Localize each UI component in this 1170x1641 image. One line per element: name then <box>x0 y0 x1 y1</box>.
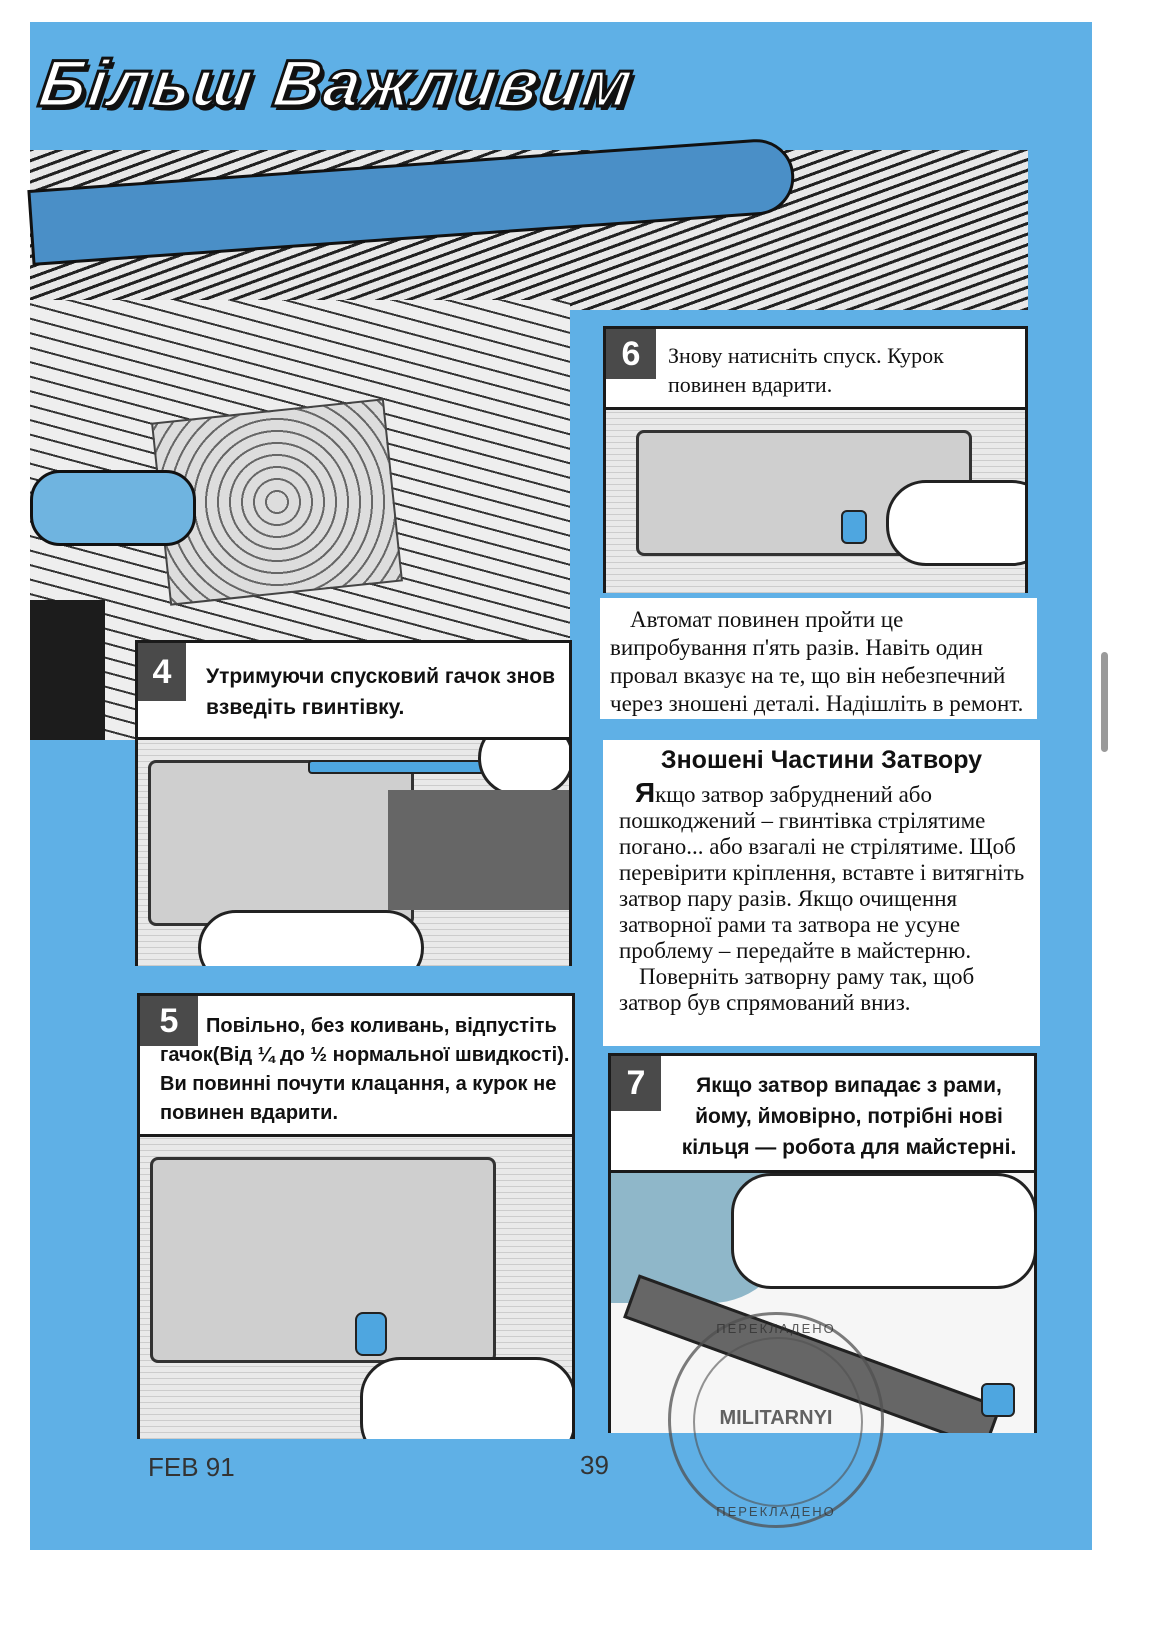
issue-date: FEB 91 <box>148 1452 235 1482</box>
trigger-illustration <box>606 407 1025 593</box>
bolt-section: Зношені Частини Затвору Якщо затвор забр… <box>603 740 1040 1046</box>
section-body: Якщо затвор забруднений або пошкоджений … <box>619 777 1031 1016</box>
page-number: 39 <box>580 1450 609 1480</box>
panel-6: 6 Знову натисніть спуск. Курок повинен в… <box>603 326 1028 593</box>
note-text: Автомат повинен пройти це випробування п… <box>610 607 1024 716</box>
hand-illustration <box>30 470 196 546</box>
panel-4: 4 Утримуючи спусковий гачок знов взведіт… <box>135 640 572 966</box>
paragraph-2: Поверніть затворну раму так, щоб затвор … <box>619 964 975 1015</box>
page-title: Більш Важливим <box>33 45 640 122</box>
note-box: Автомат повинен пройти це випробування п… <box>600 598 1037 719</box>
stamp-ring-text-bottom: ПЕРЕКЛАДЕНО <box>716 1504 836 1519</box>
step-text: Утримуючи спусковий гачок знов взведіть … <box>206 665 556 719</box>
step-text: Якщо затвор випадає з рами, йому, ймовір… <box>681 1074 1017 1159</box>
drop-cap: Я <box>635 777 656 808</box>
step-number: 7 <box>611 1056 661 1111</box>
stamp-ring-text: ПЕРЕКЛАДЕНО <box>716 1321 836 1336</box>
stamp-brand: MILITARNYI <box>719 1407 833 1429</box>
step-number: 6 <box>606 329 656 379</box>
panel-5: 5 Повільно, без коливань, відпустіть гач… <box>137 993 575 1439</box>
release-trigger-illustration <box>140 1134 572 1439</box>
dark-corner <box>30 600 105 740</box>
translation-stamp: ПЕРЕКЛАДЕНО ПЕРЕКЛАДЕНО MILITARNYI <box>668 1312 884 1528</box>
step-text: Повільно, без коливань, відпустіть гачок… <box>160 1015 570 1124</box>
section-heading: Зношені Частини Затвору <box>660 746 983 774</box>
paragraph-1: кщо затвор забруднений або пошкоджений –… <box>619 782 1025 963</box>
step-number: 4 <box>138 643 186 701</box>
charging-handle-illustration <box>138 737 569 966</box>
step-number: 5 <box>140 996 198 1046</box>
step-text: Знову натисніть спуск. Курок повинен вда… <box>668 343 944 397</box>
scrollbar-thumb[interactable] <box>1101 652 1108 752</box>
